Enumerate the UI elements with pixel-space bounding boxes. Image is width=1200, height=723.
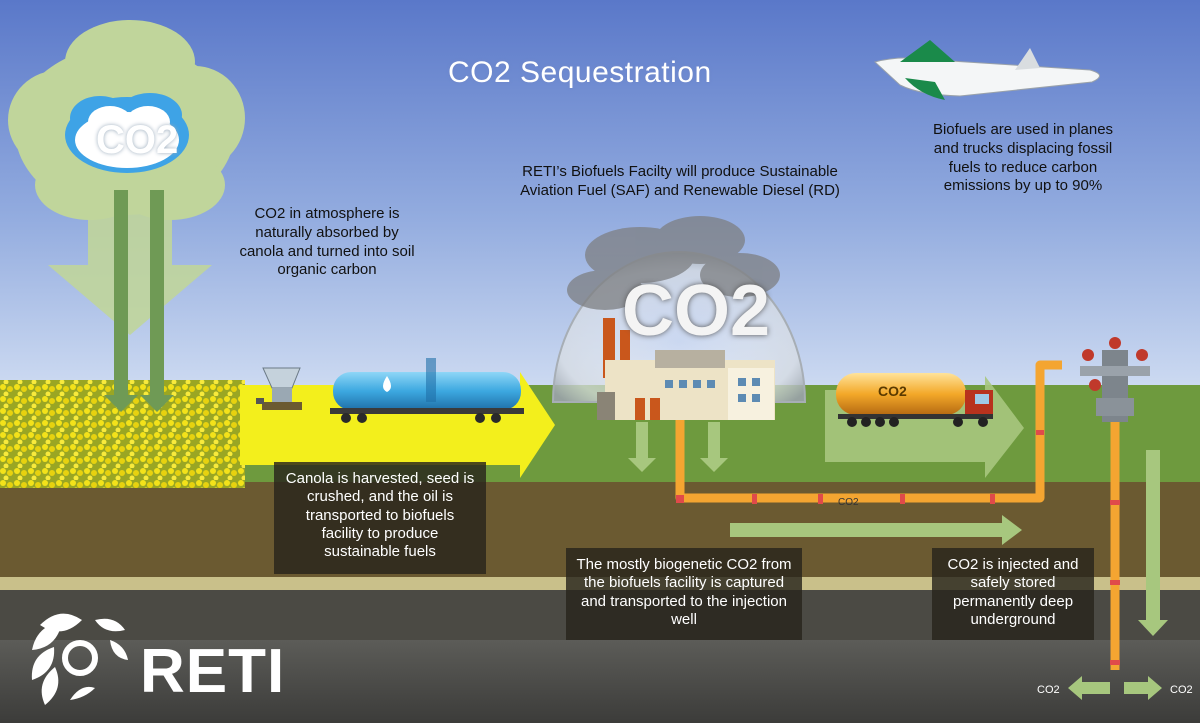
truck-co2-label: CO2	[878, 383, 907, 399]
caption-facility: RETI’s Biofuels Facilty will produce Sus…	[520, 163, 840, 199]
caption-canola: Canola is harvested, seed is crushed, an…	[274, 462, 486, 574]
well-right-co2-label: CO2	[1170, 684, 1193, 696]
rail-tanker-icon	[330, 358, 524, 423]
pipe-co2-label: CO2	[838, 497, 859, 508]
airplane-icon	[874, 40, 1100, 100]
co2-pipeline	[675, 360, 1062, 503]
seed-crusher-icon	[256, 367, 302, 410]
dome-co2-label: CO2	[622, 271, 771, 351]
cloud-co2-label: CO2	[96, 118, 179, 162]
co2-truck-icon	[836, 373, 993, 427]
injection-well-icon	[1080, 337, 1150, 422]
well-left-co2-label: CO2	[1037, 684, 1060, 696]
caption-atmosphere: CO2 in atmosphere is naturally absorbed …	[239, 205, 415, 279]
logo-text: RETI	[140, 637, 286, 706]
caption-capture: The mostly biogenetic CO2 from the biofu…	[566, 548, 802, 640]
reti-logo-mark	[31, 613, 128, 705]
biofuels-facility-icon	[597, 318, 775, 420]
caption-planes: Biofuels are used in planes and trucks d…	[932, 121, 1114, 195]
caption-storage: CO2 is injected and safely stored perman…	[932, 548, 1094, 640]
page-title: CO2 Sequestration	[448, 56, 712, 89]
